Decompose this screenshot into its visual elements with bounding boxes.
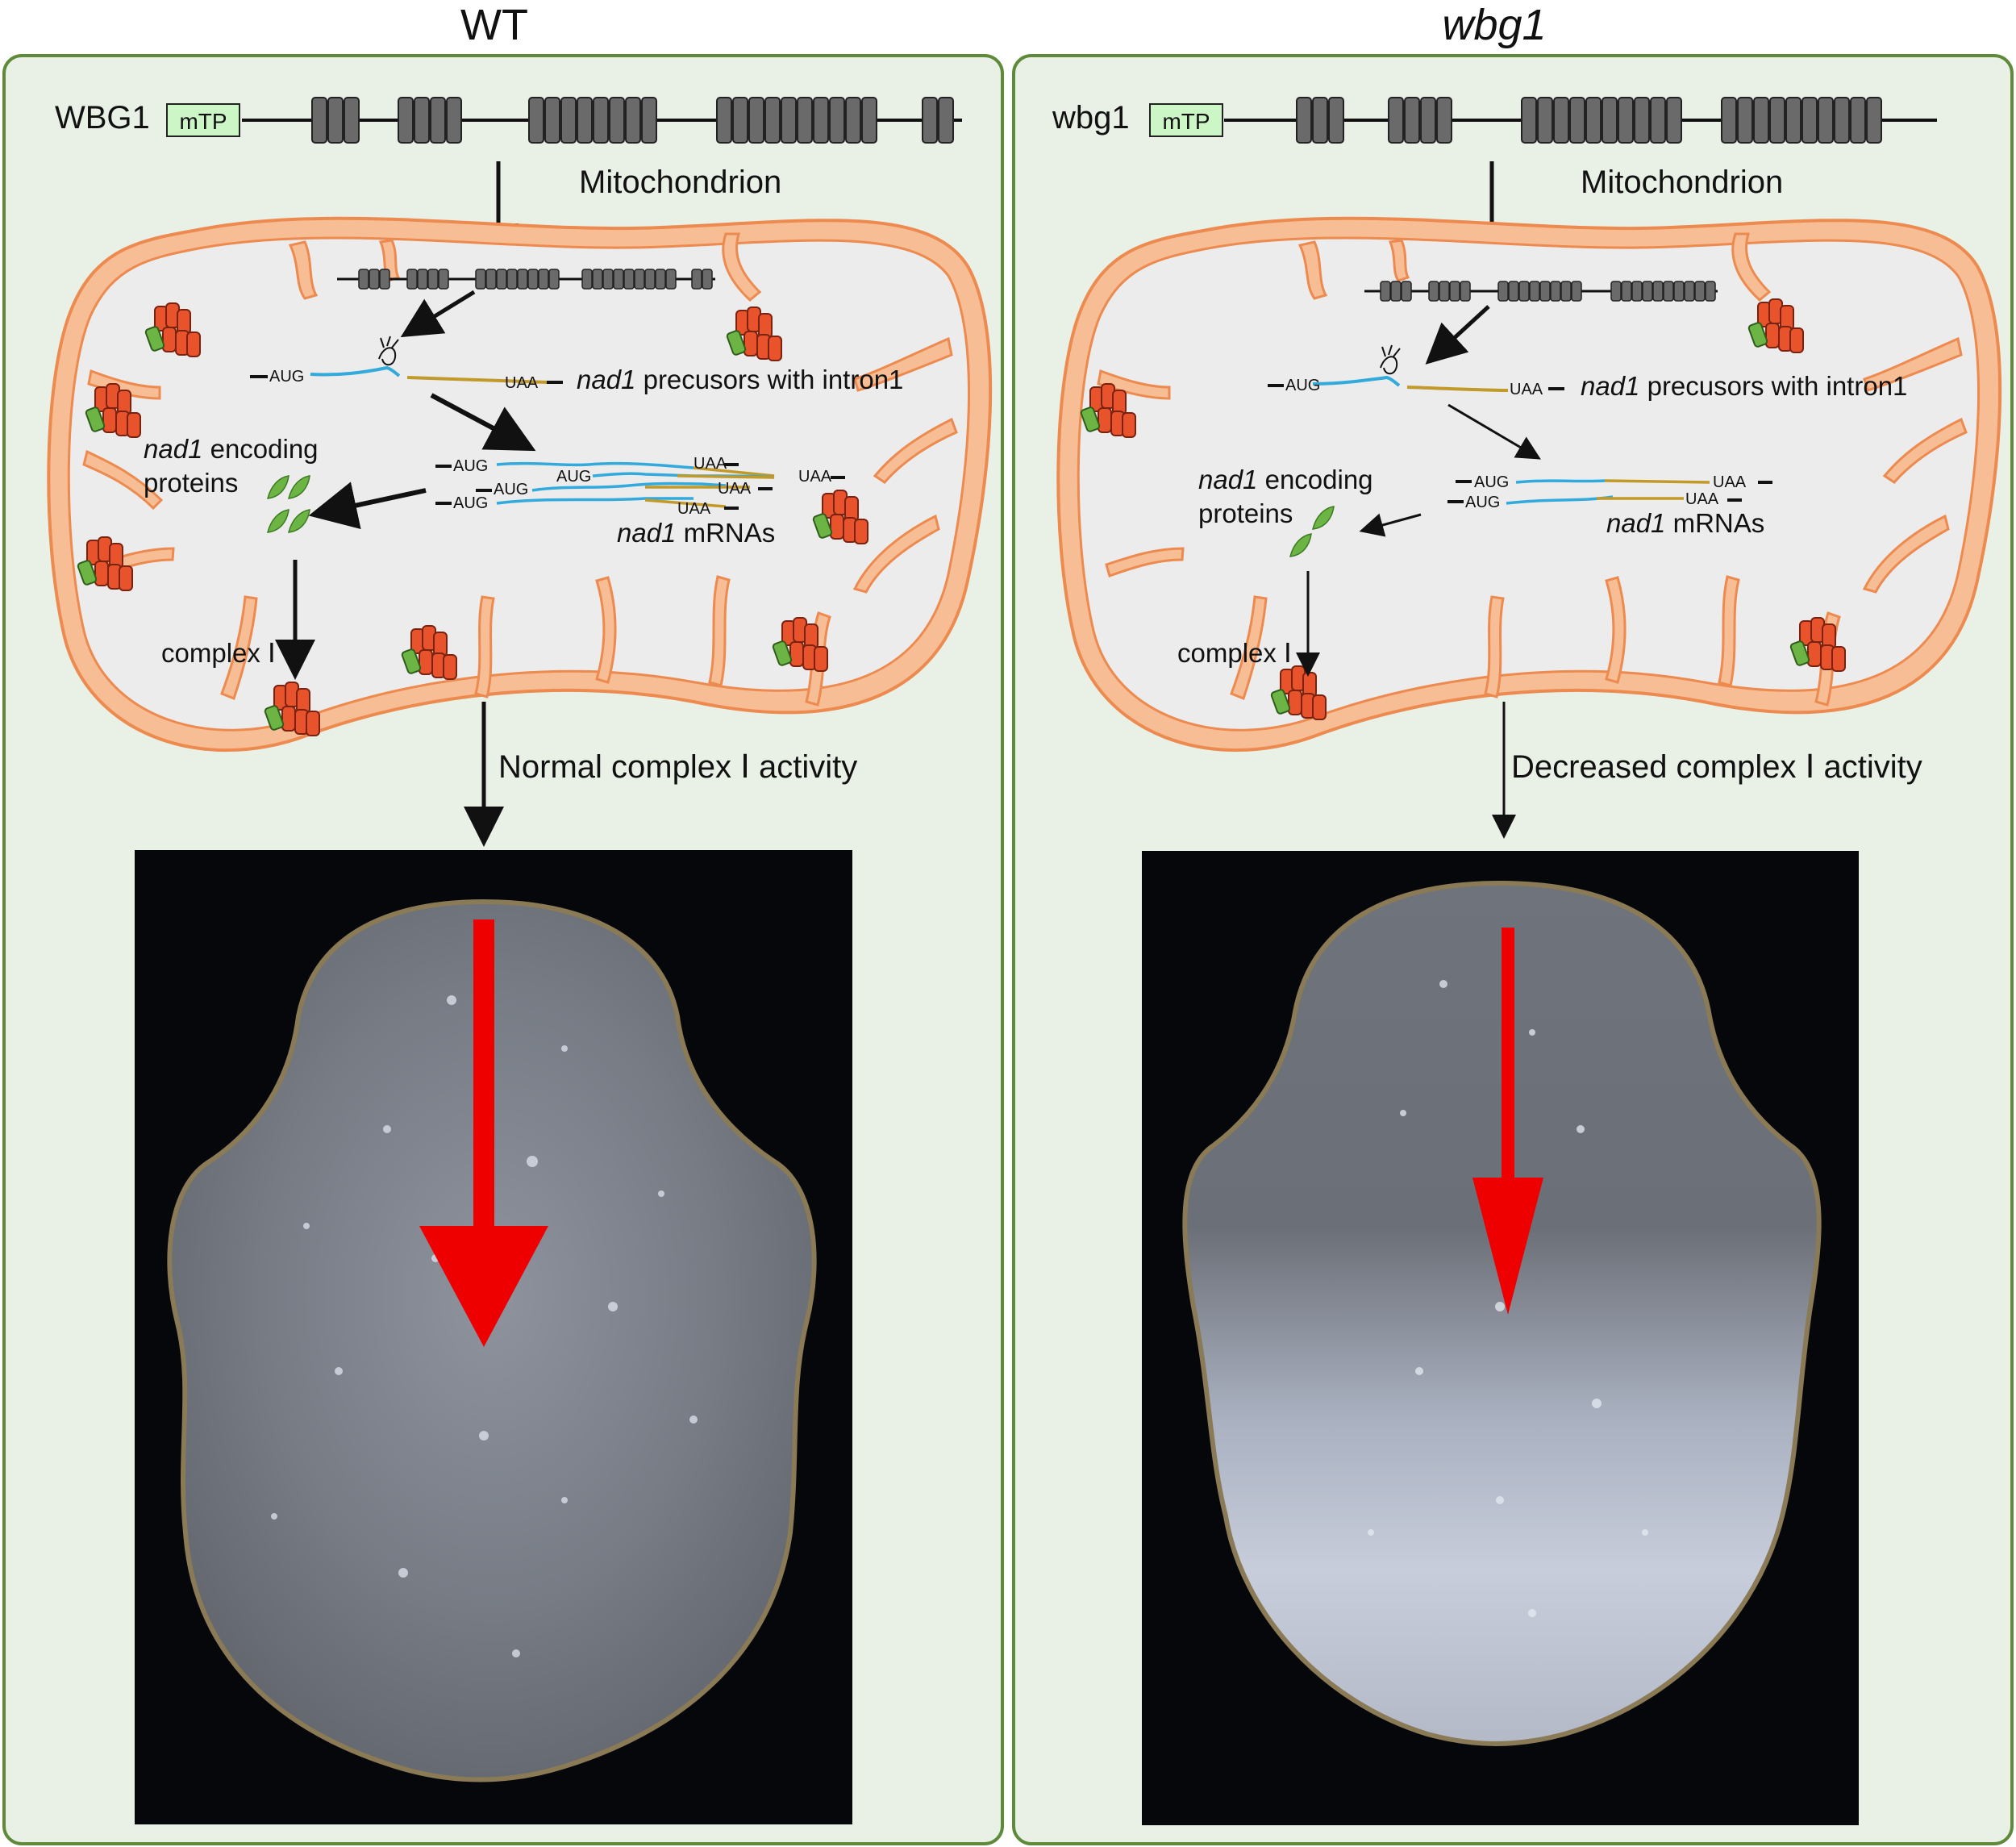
transcription-arrow-wt [400, 290, 476, 338]
translation-arrow-wt [308, 482, 427, 530]
mito-gene-wt [337, 269, 715, 290]
mrna-aug-1-wbg1: AUG [1474, 473, 1510, 491]
mtp-box-wbg1: mTP [1149, 103, 1223, 137]
nad1-precursor-wt [250, 336, 563, 384]
activity-label-wt: Normal complex Ⅰ activity [498, 749, 858, 785]
gene-model-wbg1 [1224, 97, 1937, 144]
mrna-aug-2-wt: AUG [556, 468, 592, 486]
panel-title-wt: WT [460, 1, 528, 49]
uaa-label-wbg1: UAA [1510, 381, 1543, 398]
activity-label-wbg1: Decreased complex Ⅰ activity [1511, 749, 1922, 785]
mrna-uaa-1-wbg1: UAA [1713, 473, 1747, 491]
mrna-aug-4-wt: AUG [453, 494, 489, 512]
mitochondrion-wbg1 [1056, 216, 2002, 752]
organelle-label-wt: Mitochondrion [579, 165, 782, 200]
precursor-label-wt: nad1 precusors with intron1 [577, 365, 904, 394]
precursor-label-wbg1: nad1 precusors with intron1 [1581, 371, 1908, 401]
mrna-uaa-2-wbg1: UAA [1685, 490, 1719, 508]
seed-photo-wbg1 [1142, 851, 1859, 1825]
transcription-arrow-wbg1 [1425, 305, 1490, 365]
protein-label-wbg1: nad1 encoding [1198, 465, 1373, 494]
red-arrow-icon-wbg1 [1502, 928, 1514, 1202]
gene-label-wbg1: wbg1 [1052, 100, 1130, 136]
nad1-mrnas-wbg1 [1447, 479, 1772, 505]
protein-label-line2-wbg1: proteins [1198, 498, 1293, 528]
gene-label-wt: WBG1 [55, 100, 150, 136]
mrna-aug-2-wbg1: AUG [1465, 494, 1501, 511]
uaa-label-wt: UAA [505, 374, 539, 392]
protein-label-wt: nad1 encoding [144, 434, 319, 464]
panel-title-wbg1: wbg1 [1442, 1, 1547, 49]
mrna-label-wbg1: nad1 mRNAs [1606, 508, 1765, 538]
nad1-precursor-wbg1 [1268, 344, 1564, 392]
organelle-label-wbg1: Mitochondrion [1581, 165, 1784, 200]
mito-gene-wbg1 [1364, 281, 1718, 302]
mrna-aug-3-wt: AUG [494, 481, 529, 498]
mtp-box-wt: mTP [166, 103, 240, 137]
mrna-uaa-4-wt: UAA [677, 500, 711, 518]
complex-label-wbg1: complex Ⅰ [1177, 638, 1292, 668]
mrna-label-wt: nad1 mRNAs [617, 518, 776, 548]
seed-photo-wt [135, 850, 852, 1824]
translation-arrow-wbg1 [1359, 513, 1422, 537]
mrna-uaa-1-wt: UAA [694, 455, 727, 473]
complex-label-wt: complex Ⅰ [161, 638, 276, 668]
gene-model-wt [242, 97, 962, 144]
red-arrowhead-wbg1 [1472, 1178, 1543, 1315]
red-arrowhead-wt [419, 1226, 548, 1347]
protein-label-line2-wt: proteins [144, 468, 239, 498]
mrna-aug-1-wt: AUG [453, 457, 489, 475]
splicing-arrow-wbg1 [1447, 403, 1541, 460]
mrna-uaa-3-wt: UAA [718, 480, 752, 498]
red-arrow-icon [473, 919, 494, 1282]
aug-label-wt: AUG [269, 368, 305, 386]
aug-label-wbg1: AUG [1285, 377, 1321, 394]
splicing-arrow-wt [430, 393, 536, 452]
nad1-mrnas-wt [435, 461, 845, 510]
mrna-uaa-2-wt: UAA [798, 468, 832, 486]
